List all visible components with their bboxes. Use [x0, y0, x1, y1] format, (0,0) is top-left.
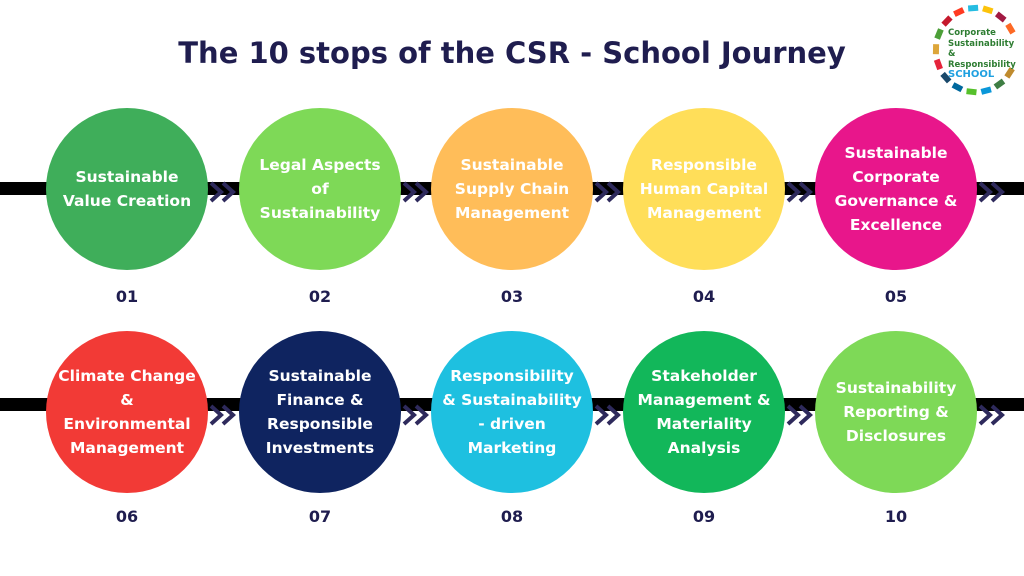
stop-number: 07	[308, 507, 332, 526]
stop-number: 05	[884, 287, 908, 306]
page-title: The 10 stops of the CSR - School Journey	[178, 36, 846, 70]
stop-circle-09: Stakeholder Management & Materiality Ana…	[623, 331, 785, 493]
stop-number: 03	[500, 287, 524, 306]
stop-circle-07: Sustainable Finance & Responsible Invest…	[239, 331, 401, 493]
stop-number: 01	[115, 287, 139, 306]
chevron-right-icon	[978, 181, 1005, 203]
logo-line: Corporate	[948, 28, 996, 38]
logo-ring-segment	[980, 86, 992, 95]
chevron-right-icon	[209, 404, 236, 426]
logo-ring-segment	[1004, 67, 1015, 79]
stop-circle-06: Climate Change & Environmental Managemen…	[46, 331, 208, 493]
stop-circle-01: Sustainable Value Creation	[46, 108, 208, 270]
stop-label: Sustainable Corporate Governance & Excel…	[834, 144, 958, 234]
stop-circle-03: Sustainable Supply Chain Management	[431, 108, 593, 270]
stop-circle-10: Sustainability Reporting & Disclosures	[815, 331, 977, 493]
stop-label: Sustainable Supply Chain Management	[454, 156, 570, 222]
stop-number: 04	[692, 287, 716, 306]
stop-number: 06	[115, 507, 139, 526]
stop-label: Sustainable Finance & Responsible Invest…	[265, 367, 375, 457]
stop-circle-02: Legal Aspects of Sustainability	[239, 108, 401, 270]
logo-ring-segment	[951, 82, 964, 93]
chevron-right-icon	[209, 181, 236, 203]
stop-number: 10	[884, 507, 908, 526]
stop-label: Sustainable Value Creation	[62, 168, 192, 210]
logo-ring-segment	[933, 58, 943, 71]
logo-ring-segment	[994, 11, 1007, 23]
stop-circle-05: Sustainable Corporate Governance & Excel…	[815, 108, 977, 270]
stop-circle-04: Responsible Human Capital Management	[623, 108, 785, 270]
stop-label: Stakeholder Management & Materiality Ana…	[637, 367, 771, 457]
logo-ring-segment	[967, 4, 979, 12]
logo-ring-segment	[940, 71, 952, 84]
chevron-right-icon	[594, 181, 621, 203]
logo-line: Sustainability &	[948, 38, 1015, 60]
stop-label: Responsibility & Sustainability - driven…	[442, 367, 582, 457]
logo-ring-segment	[1005, 22, 1016, 35]
logo-ring-segment	[982, 5, 994, 15]
chevron-right-icon	[786, 181, 813, 203]
stop-label: Sustainability Reporting & Disclosures	[835, 379, 957, 445]
stop-label: Responsible Human Capital Management	[639, 156, 769, 222]
stop-circle-08: Responsibility & Sustainability - driven…	[431, 331, 593, 493]
logo-ring-segment	[993, 78, 1006, 90]
logo-ring-segment	[966, 88, 977, 96]
chevron-right-icon	[402, 181, 429, 203]
logo-ring-segment	[934, 28, 944, 40]
chevron-right-icon	[978, 404, 1005, 426]
stop-number: 09	[692, 507, 716, 526]
chevron-right-icon	[594, 404, 621, 426]
logo-line: Responsibility	[948, 59, 1016, 70]
logo-line: SCHOOL	[948, 69, 995, 80]
logo-ring-segment	[941, 15, 953, 27]
stop-label: Climate Change & Environmental Managemen…	[58, 367, 196, 457]
stop-number: 02	[308, 287, 332, 306]
logo-ring-icon	[932, 4, 1016, 96]
logo-ring-segment	[953, 7, 965, 17]
logo-ring-segment	[932, 44, 940, 55]
chevron-right-icon	[786, 404, 813, 426]
stop-number: 08	[500, 507, 524, 526]
csr-school-logo: Corporate Sustainability & Responsibilit…	[930, 2, 1022, 98]
stop-label: Legal Aspects of Sustainability	[259, 156, 381, 222]
chevron-right-icon	[402, 404, 429, 426]
